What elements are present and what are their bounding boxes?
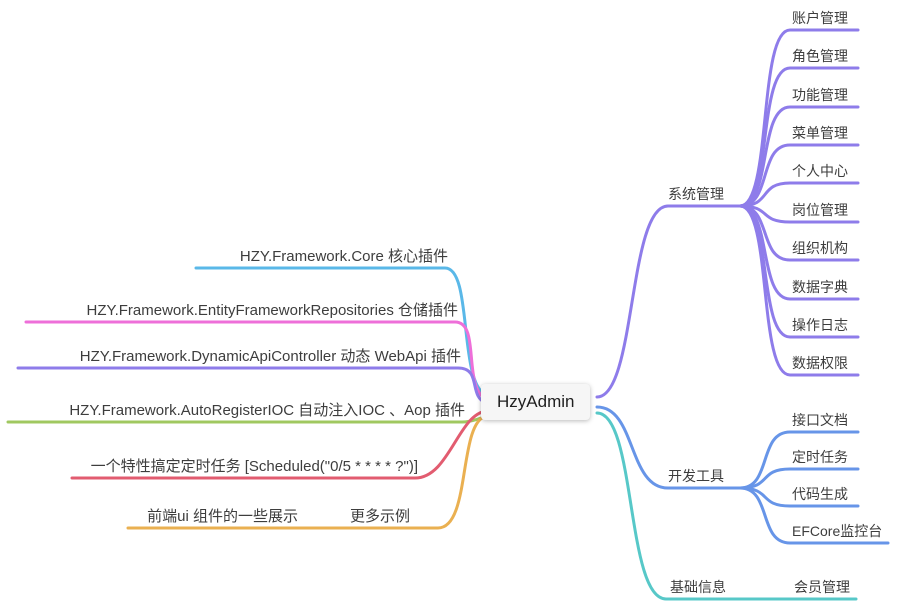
node-member-management[interactable]: 会员管理 bbox=[794, 579, 850, 595]
node-timed-tasks[interactable]: 定时任务 bbox=[792, 449, 848, 465]
edge-repositories bbox=[24, 320, 488, 401]
node-framework-auto-ioc[interactable]: HZY.Framework.AutoRegisterIOC 自动注入IOC 、A… bbox=[69, 402, 465, 419]
edge-devtools-child-0 bbox=[738, 430, 860, 490]
node-basic-info[interactable]: 基础信息 bbox=[670, 579, 726, 595]
node-data-permission[interactable]: 数据权限 bbox=[792, 355, 848, 371]
node-root[interactable]: HzyAdmin bbox=[481, 384, 591, 420]
node-efcore-monitor[interactable]: EFCore监控台 bbox=[792, 523, 883, 539]
node-organization[interactable]: 组织机构 bbox=[792, 240, 848, 256]
edge-basic-branch bbox=[595, 411, 858, 601]
edge-system-child-2 bbox=[738, 105, 860, 208]
node-api-docs[interactable]: 接口文档 bbox=[792, 412, 848, 428]
edge-devtools-branch bbox=[595, 405, 742, 490]
node-function-management[interactable]: 功能管理 bbox=[792, 87, 848, 103]
edge-examples bbox=[126, 414, 488, 530]
edge-scheduled bbox=[70, 409, 488, 480]
node-role-management[interactable]: 角色管理 bbox=[792, 48, 848, 64]
edge-core bbox=[194, 266, 488, 397]
node-more-examples[interactable]: 更多示例 bbox=[349, 508, 410, 525]
edge-system-child-9 bbox=[738, 204, 860, 377]
node-data-dictionary[interactable]: 数据字典 bbox=[792, 279, 848, 295]
edge-dynamic-api bbox=[16, 366, 488, 405]
node-dev-tools[interactable]: 开发工具 bbox=[668, 468, 724, 484]
edge-system-branch bbox=[595, 204, 742, 399]
node-framework-dynamic-api[interactable]: HZY.Framework.DynamicApiController 动态 We… bbox=[79, 348, 461, 365]
node-framework-core[interactable]: HZY.Framework.Core 核心插件 bbox=[239, 248, 448, 265]
edge-devtools-child-3 bbox=[738, 486, 890, 545]
node-system-management[interactable]: 系统管理 bbox=[668, 186, 724, 202]
node-scheduled-task[interactable]: 一个特性搞定定时任务 [Scheduled("0/5 * * * * ?")] bbox=[90, 458, 418, 475]
edge-system-child-4 bbox=[738, 181, 860, 208]
node-frontend-ui-examples[interactable]: 前端ui 组件的一些展示 bbox=[147, 508, 298, 525]
node-personal-center[interactable]: 个人中心 bbox=[792, 163, 848, 179]
edge-system-child-3 bbox=[738, 143, 860, 208]
node-account-management[interactable]: 账户管理 bbox=[792, 10, 848, 26]
node-framework-repositories[interactable]: HZY.Framework.EntityFrameworkRepositorie… bbox=[86, 302, 458, 319]
node-code-generation[interactable]: 代码生成 bbox=[792, 486, 848, 502]
node-menu-management[interactable]: 菜单管理 bbox=[792, 125, 848, 141]
node-operation-log[interactable]: 操作日志 bbox=[792, 317, 848, 333]
node-post-management[interactable]: 岗位管理 bbox=[792, 202, 848, 218]
